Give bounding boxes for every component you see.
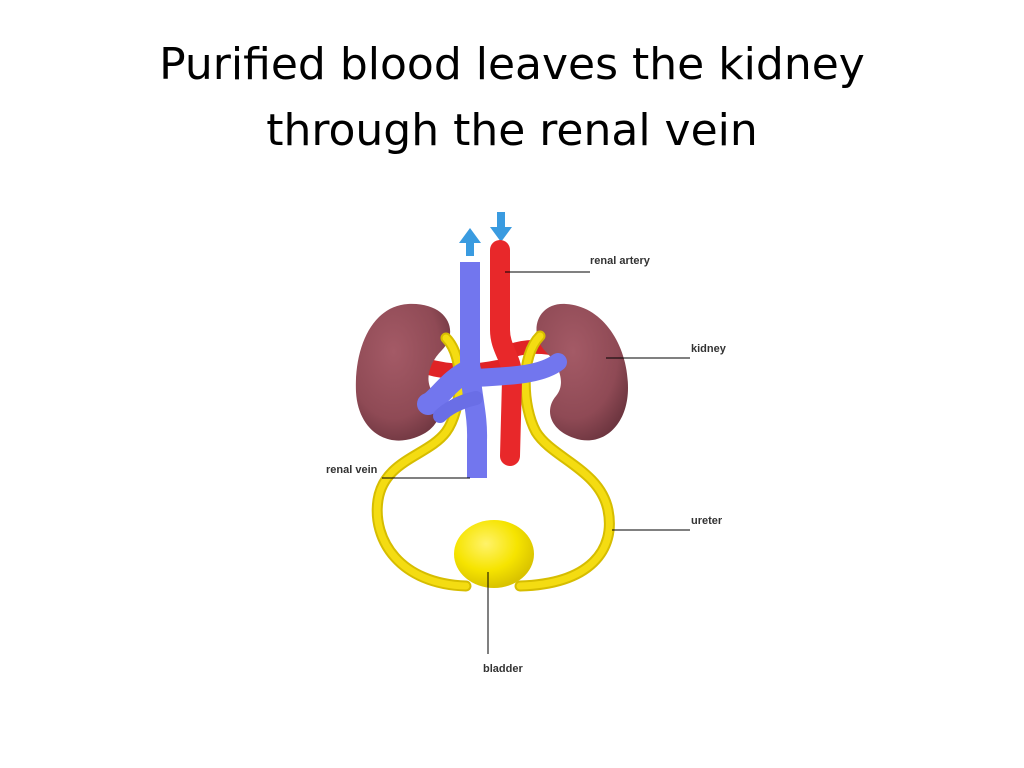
arrow-down-icon xyxy=(490,212,512,242)
page-title: Purified blood leaves the kidney through… xyxy=(0,32,1024,164)
label-renal-vein: renal vein xyxy=(326,464,378,476)
ureter-right xyxy=(514,330,615,592)
right-kidney xyxy=(536,303,628,441)
title-line-2: through the renal vein xyxy=(266,105,758,156)
vena-cava xyxy=(417,262,567,478)
label-bladder: bladder xyxy=(483,663,523,675)
label-renal-artery: renal artery xyxy=(590,255,651,267)
arrow-up-icon xyxy=(459,228,481,256)
label-kidney: kidney xyxy=(691,343,727,355)
bladder xyxy=(454,520,534,588)
title-line-1: Purified blood leaves the kidney xyxy=(159,39,865,90)
leader-lines xyxy=(382,271,690,654)
label-ureter: ureter xyxy=(691,515,723,527)
aorta xyxy=(490,240,523,466)
